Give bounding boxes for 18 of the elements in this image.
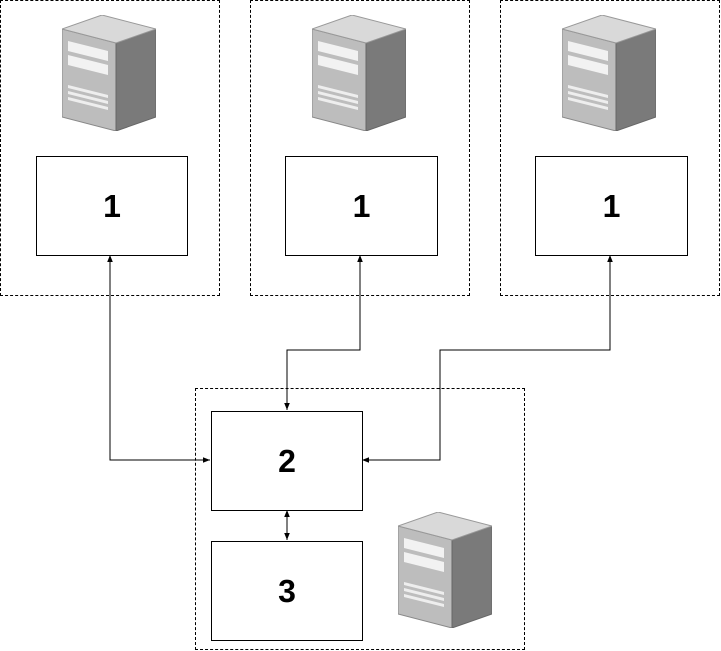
box-label: 1	[352, 188, 370, 224]
connector-arrow	[284, 254, 363, 410]
box-label: 1	[602, 188, 620, 224]
box-label: 3	[278, 572, 296, 610]
connector-arrow	[284, 510, 290, 540]
dashed-group-frame	[195, 388, 525, 650]
dashed-group-frame	[250, 0, 470, 296]
process-box	[36, 156, 188, 256]
box-label: 2	[278, 442, 296, 480]
process-box	[535, 156, 688, 256]
process-box	[211, 411, 363, 511]
process-box	[211, 541, 363, 641]
process-box	[285, 156, 438, 256]
box-label: 1	[103, 188, 121, 224]
dashed-group-frame	[0, 0, 220, 296]
dashed-group-frame	[500, 0, 720, 296]
connector-arrow	[362, 254, 613, 463]
connector-arrow	[107, 254, 210, 463]
